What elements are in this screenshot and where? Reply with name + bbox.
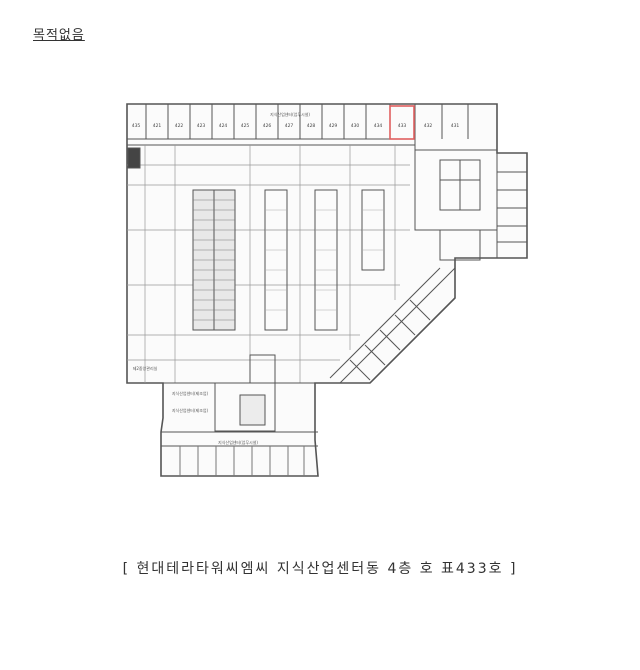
room-label: 429: [329, 123, 338, 129]
room-label: 426: [263, 123, 272, 129]
room-label: 434: [374, 123, 383, 129]
zone-label: 지식산업센터(제조업): [172, 407, 209, 413]
room-label: 422: [175, 123, 184, 129]
room-label: 428: [307, 123, 316, 129]
room-label: 432: [424, 123, 433, 129]
room-label: 430: [351, 123, 360, 129]
document-caption: [ 현대테라타워씨엠씨 지식산업센터동 4층 호 표433호 ]: [122, 561, 518, 577]
highlighted-room: [389, 105, 415, 140]
room-label: 427: [285, 123, 294, 129]
document-heading: 목적없음: [33, 28, 85, 43]
room-label: 431: [451, 123, 460, 129]
zone-label: 지식산업센터(업무시설): [270, 111, 310, 117]
room-label: 421: [153, 123, 162, 129]
zone-label: 지식산업센터(업무시설): [218, 439, 258, 445]
zone-label: 지식산업센터(제조업): [172, 390, 209, 396]
room-label: 425: [241, 123, 250, 129]
room-label: 435: [132, 123, 141, 129]
room-label: 423: [197, 123, 206, 129]
room-label: 424: [219, 123, 228, 129]
room-label-highlighted: 433: [398, 123, 407, 129]
left-room-label: 제2중앙관리실: [133, 365, 158, 371]
